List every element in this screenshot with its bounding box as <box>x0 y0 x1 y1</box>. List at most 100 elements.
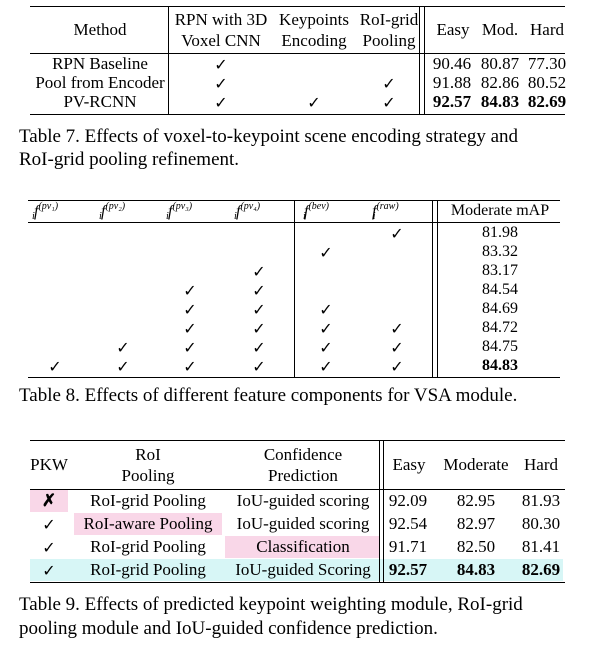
t9-row-moderate: 82.50 <box>456 537 496 556</box>
check-icon: ✓ <box>319 302 333 319</box>
t7-row-easy: 91.88 <box>432 73 472 92</box>
t9-row-conf: Classification <box>256 537 350 556</box>
check-icon: ✓ <box>307 95 321 112</box>
t7-row-method: RPN Baseline <box>52 54 148 73</box>
check-icon: ✓ <box>183 302 197 319</box>
t8-row-map: 84.69 <box>482 300 518 317</box>
t7-header-roi-line2: Pooling <box>362 31 416 50</box>
check-icon: ✓ <box>252 302 266 319</box>
check-icon: ✓ <box>214 57 228 74</box>
check-icon: ✓ <box>252 283 266 300</box>
check-icon: ✓ <box>183 359 197 376</box>
t9-row-hard: 81.93 <box>521 491 561 510</box>
t7-row-mod: 80.87 <box>480 54 520 73</box>
t8-row-map: 83.17 <box>482 262 518 279</box>
t8-header-pv4: f(pv₄)i <box>234 201 261 222</box>
t7-row-method: Pool from Encoder <box>35 73 165 92</box>
t7-header-hard: Hard <box>530 20 564 39</box>
check-icon: ✓ <box>116 340 130 357</box>
t7-header-method: Method <box>73 20 127 39</box>
t9-header-conf-line1: Confidence <box>263 445 343 464</box>
t8-caption: Table 8. Effects of different feature co… <box>19 385 518 406</box>
check-icon: ✓ <box>252 264 266 281</box>
t7-caption-line1: Table 7. Effects of voxel-to-keypoint sc… <box>19 126 519 147</box>
t7-row-mod: 82.86 <box>480 73 520 92</box>
t7-row-hard: 82.69 <box>527 92 567 111</box>
t8-header-map: Moderate mAP <box>450 202 550 219</box>
t9-row-hard: 82.69 <box>521 560 561 579</box>
t9-row-hard: 81.41 <box>521 537 561 556</box>
t7-row-mod: 84.83 <box>480 92 520 111</box>
cross-icon: ✗ <box>41 491 57 510</box>
check-icon: ✓ <box>42 563 56 580</box>
t7-row-hard: 80.52 <box>527 73 567 92</box>
t9-row-roi: RoI-grid Pooling <box>90 560 206 579</box>
t9-row-conf: IoU-guided Scoring <box>235 560 371 579</box>
t9-row-moderate: 82.97 <box>456 514 496 533</box>
check-icon: ✓ <box>183 321 197 338</box>
t7-header-kp-line1: Keypoints <box>279 10 349 29</box>
check-icon: ✓ <box>390 359 404 376</box>
t7-caption-line2: RoI-grid pooling refinement. <box>19 149 240 170</box>
t8-row-map: 81.98 <box>482 224 518 241</box>
check-icon: ✓ <box>252 359 266 376</box>
t7-header-rpn-line2: Voxel CNN <box>181 31 261 50</box>
t9-header-moderate: Moderate <box>443 455 509 474</box>
t9-header-pkw: PKW <box>30 455 68 474</box>
check-icon: ✓ <box>319 340 333 357</box>
check-icon: ✓ <box>382 76 396 93</box>
t8-header-pv2: f(pv₂)i <box>99 201 126 222</box>
check-icon: ✓ <box>319 245 333 262</box>
t9-row-easy: 92.57 <box>388 560 428 579</box>
check-icon: ✓ <box>390 321 404 338</box>
t9-header-easy: Easy <box>392 455 426 474</box>
t9-header-hard: Hard <box>524 455 558 474</box>
check-icon: ✓ <box>48 359 62 376</box>
check-icon: ✓ <box>319 321 333 338</box>
t9-row-roi: RoI-aware Pooling <box>83 514 213 533</box>
t8-row-map: 84.83 <box>482 357 518 374</box>
t8-row-map: 84.75 <box>482 338 518 355</box>
check-icon: ✓ <box>319 359 333 376</box>
t9-row-easy: 91.71 <box>388 537 428 556</box>
t7-header-rpn-line1: RPN with 3D <box>174 10 268 29</box>
check-icon: ✓ <box>252 340 266 357</box>
t7-header-roi-line1: RoI-grid <box>359 10 419 29</box>
t9-row-roi: RoI-grid Pooling <box>90 537 206 556</box>
t7-row-method: PV-RCNN <box>63 92 137 111</box>
t7-header-mod: Mod. <box>481 20 519 39</box>
t7-row-easy: 90.46 <box>432 54 472 73</box>
t8-row-map: 83.32 <box>482 243 518 260</box>
check-icon: ✓ <box>382 95 396 112</box>
check-icon: ✓ <box>214 95 228 112</box>
check-icon: ✓ <box>183 283 197 300</box>
t8-header-pv1: f(pv₁)i <box>32 201 59 222</box>
t9-row-hard: 80.30 <box>521 514 561 533</box>
t7-header-easy: Easy <box>436 20 470 39</box>
t8-header-raw: f(raw)i <box>372 201 399 222</box>
t8-row-map: 84.72 <box>482 319 518 336</box>
check-icon: ✓ <box>116 359 130 376</box>
t9-row-easy: 92.09 <box>388 491 428 510</box>
check-icon: ✓ <box>183 340 197 357</box>
t9-row-easy: 92.54 <box>388 514 428 533</box>
t9-header-roi-line1: RoI <box>135 445 161 464</box>
t9-header-roi-line2: Pooling <box>121 466 175 485</box>
t9-caption-line2: pooling module and IoU-guided confidence… <box>19 618 438 639</box>
check-icon: ✓ <box>390 226 404 243</box>
check-icon: ✓ <box>390 340 404 357</box>
t8-row-map: 84.54 <box>482 281 518 298</box>
t7-row-easy: 92.57 <box>432 92 472 111</box>
t9-row-conf: IoU-guided scoring <box>236 514 370 533</box>
t9-row-moderate: 84.83 <box>456 560 496 579</box>
check-icon: ✓ <box>214 76 228 93</box>
t8-header-pv3: f(pv₃)i <box>166 201 193 222</box>
t9-header-conf-line2: Prediction <box>268 466 338 485</box>
t8-header-bev: f(bev)i <box>303 201 329 222</box>
t9-caption-line1: Table 9. Effects of predicted keypoint w… <box>19 594 523 615</box>
t7-row-hard: 77.30 <box>527 54 567 73</box>
t9-row-conf: IoU-guided scoring <box>236 491 370 510</box>
check-icon: ✓ <box>252 321 266 338</box>
t7-header-kp-line2: Encoding <box>281 31 347 50</box>
check-icon: ✓ <box>42 540 56 557</box>
